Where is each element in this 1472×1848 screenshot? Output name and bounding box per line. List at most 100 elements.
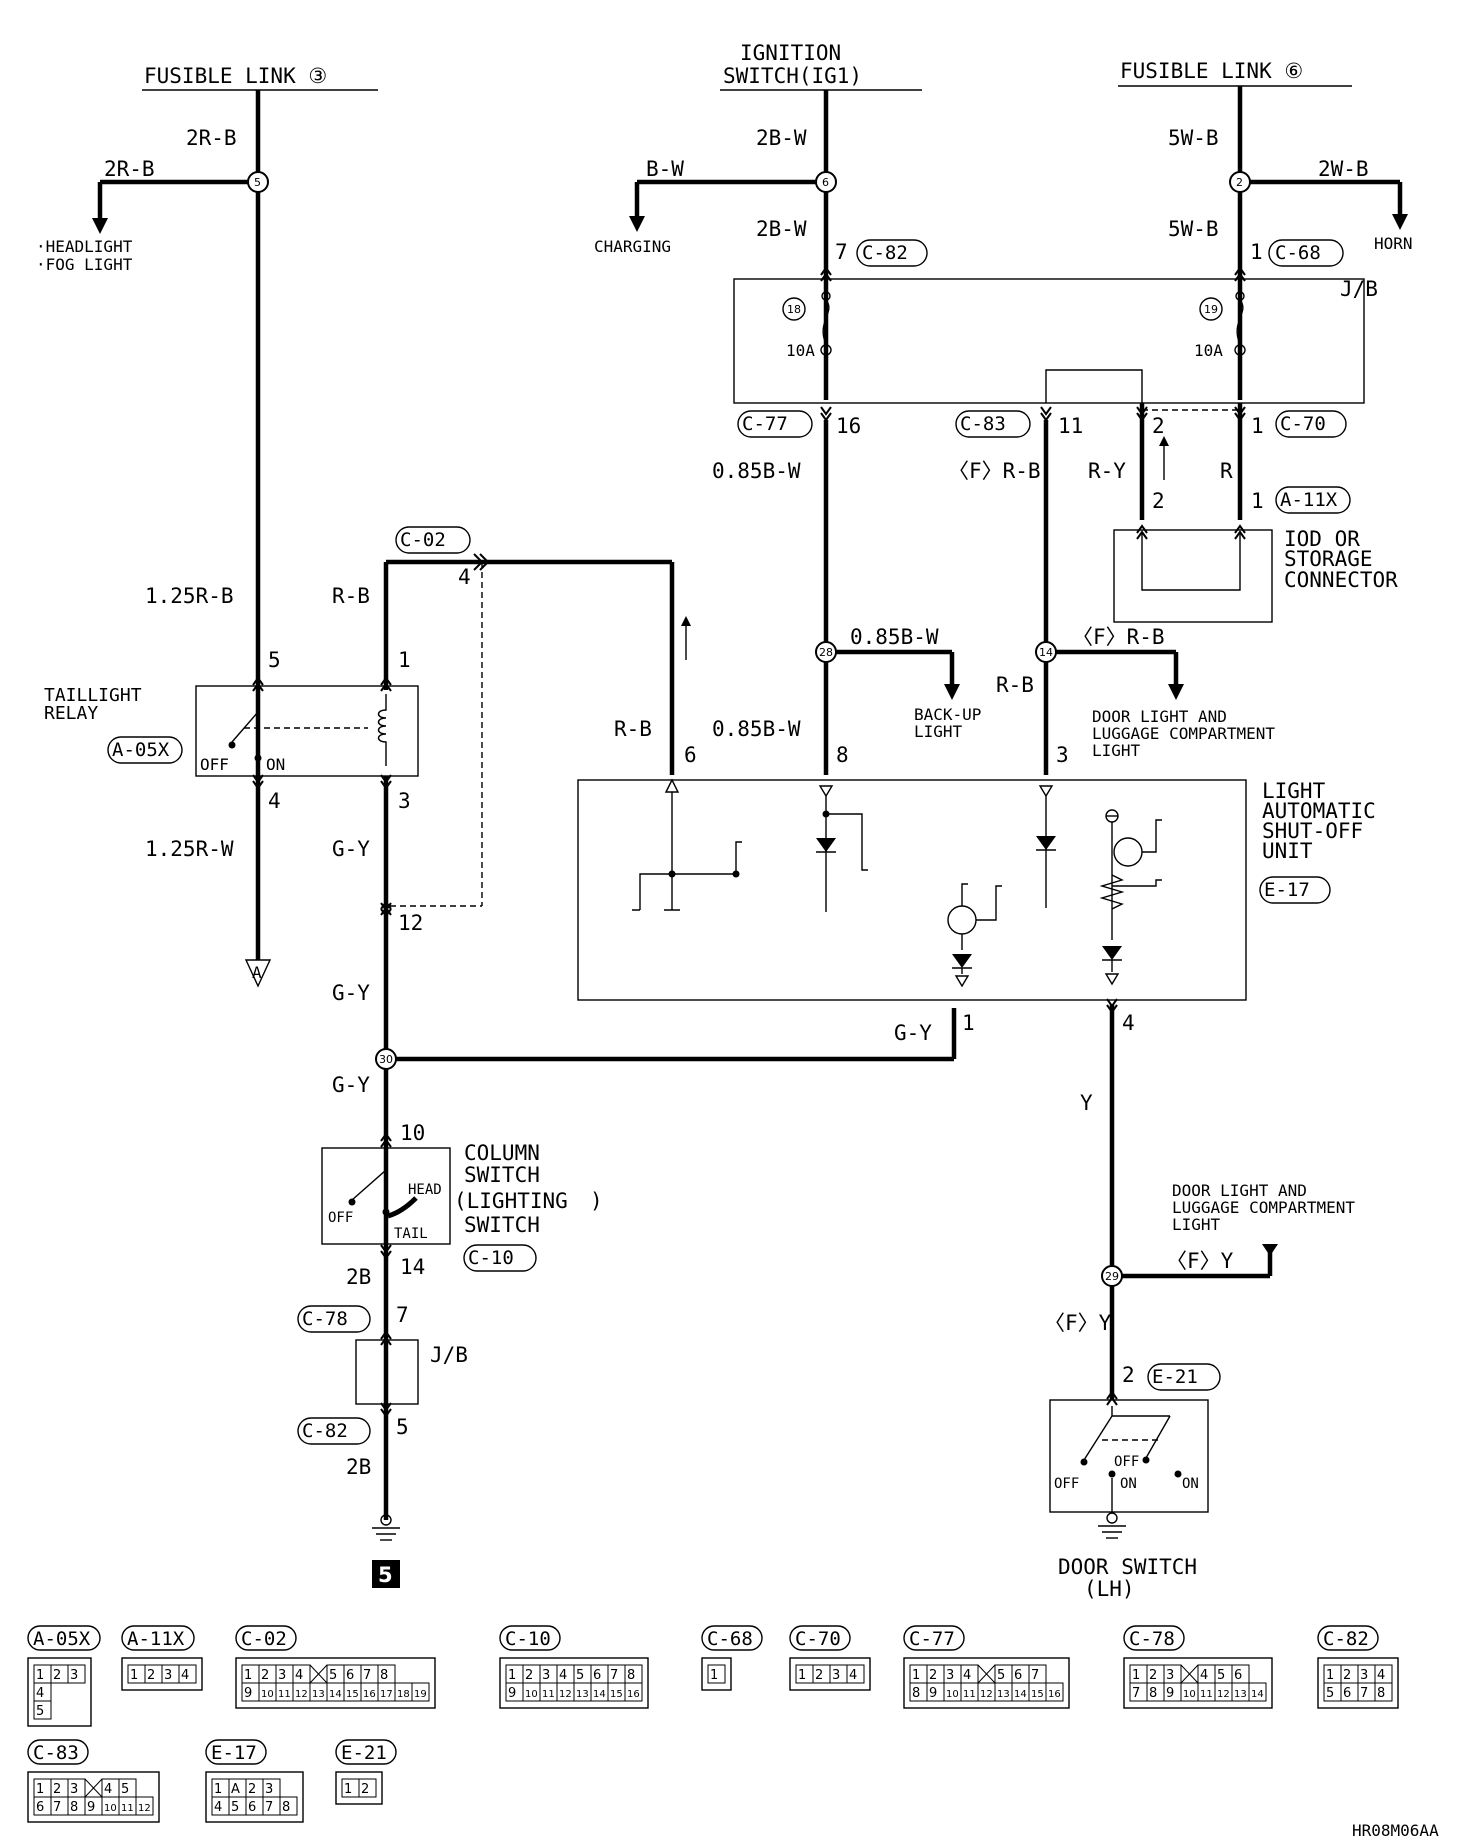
connector-pin-number: 11 xyxy=(963,1689,976,1700)
connector-pin-number: 1 xyxy=(36,1668,44,1683)
connector-legend-label: C-82 xyxy=(1323,1628,1369,1650)
connector-pin-number: 3 xyxy=(542,1668,550,1683)
connector-pin-number: 6 xyxy=(36,1800,44,1815)
connector-pin-number: 10 xyxy=(525,1689,538,1700)
pin-label: 5 xyxy=(396,1415,409,1439)
wire-label: 5W-B xyxy=(1168,217,1219,241)
connector-pin-number: 5 xyxy=(1326,1686,1334,1701)
pin-label: 4 xyxy=(1122,1011,1135,1035)
connector-pin-number: 7 xyxy=(610,1668,618,1683)
fuse-18: 18 xyxy=(787,303,801,316)
connector-pin-number: 3 xyxy=(1166,1668,1174,1683)
connector-pin-number: 10 xyxy=(261,1689,274,1700)
connector-pin-number: 1 xyxy=(508,1668,516,1683)
fuse-19: 19 xyxy=(1204,303,1218,316)
connector-pin-number: 16 xyxy=(363,1689,376,1700)
connector-pin-number: 16 xyxy=(1048,1689,1061,1700)
connector-pin-number: 2 xyxy=(1149,1668,1157,1683)
connector-pin-number: 11 xyxy=(121,1803,134,1814)
connector-pin-number: 1 xyxy=(798,1668,806,1683)
svg-text:29: 29 xyxy=(1105,1270,1119,1283)
connector-pin-number: 4 xyxy=(1377,1668,1385,1683)
destination-headlight: ·HEADLIGHT xyxy=(36,237,133,256)
connector-pin-number: 16 xyxy=(627,1689,640,1700)
destination-backup-light: BACK-UP xyxy=(914,705,981,724)
connector-pin-number: 1 xyxy=(36,1782,44,1797)
wire-label: 1.25R-B xyxy=(145,584,234,608)
connector-pin-number: 11 xyxy=(542,1689,555,1700)
connector-pin-number: 5 xyxy=(329,1668,337,1683)
wire-label: R-B xyxy=(996,673,1034,697)
destination-fog-light: ·FOG LIGHT xyxy=(36,255,133,274)
svg-text:2: 2 xyxy=(1236,176,1243,189)
connector-pin-number: 1 xyxy=(912,1668,920,1683)
connector-pin-number: 6 xyxy=(346,1668,354,1683)
connector-tag: C-70 xyxy=(1280,413,1326,435)
wire-label: 0.85B-W xyxy=(712,717,801,741)
wire-label: 2B-W xyxy=(756,126,807,150)
pin-label: 4 xyxy=(458,565,471,589)
connector-pin-number: 8 xyxy=(627,1668,635,1683)
wire-label: B-W xyxy=(646,157,684,181)
connector-tag: C-78 xyxy=(302,1308,348,1330)
destination-door-light: DOOR LIGHT AND xyxy=(1092,707,1227,726)
connector-pin-number: 6 xyxy=(1014,1668,1022,1683)
column-head-label: HEAD xyxy=(408,1182,442,1198)
connector-pin-number: 3 xyxy=(946,1668,954,1683)
pin-label: 16 xyxy=(836,414,861,438)
light-automatic-shut-off-unit xyxy=(577,779,1247,1001)
connector-tag: A-11X xyxy=(1280,489,1338,511)
connector-pin-number: 3 xyxy=(265,1782,273,1797)
connector-pin-number: 11 xyxy=(278,1689,291,1700)
connector-pin-number: 13 xyxy=(312,1689,325,1700)
destination-door-light: LIGHT xyxy=(1092,741,1141,760)
pin-label: 2 xyxy=(1152,414,1165,438)
connector-pin-number: 8 xyxy=(912,1686,920,1701)
pin-label: 12 xyxy=(398,911,423,935)
connector-tag: C-83 xyxy=(960,413,1006,435)
connector-legend-label: C-83 xyxy=(33,1742,79,1764)
connector-pin-number: 4 xyxy=(559,1668,567,1683)
connector-pin-number: 3 xyxy=(832,1668,840,1683)
relay-off-label: OFF xyxy=(200,755,229,774)
jb-label: J/B xyxy=(430,1343,468,1367)
svg-text:6: 6 xyxy=(822,176,829,189)
connector-pin-number: 6 xyxy=(248,1800,256,1815)
destination-backup-light-2: LIGHT xyxy=(914,722,963,741)
pin-label: 7 xyxy=(835,240,848,264)
connector-pin-number: 19 xyxy=(414,1689,427,1700)
wire-label: R-B xyxy=(332,584,370,608)
pin-label: 1 xyxy=(398,648,411,672)
arrow-down-icon xyxy=(1168,684,1184,700)
column-tail-label: TAIL xyxy=(394,1226,428,1242)
connector-pin-number: 3 xyxy=(70,1782,78,1797)
relay-label: RELAY xyxy=(44,703,98,724)
pin-label: 1 xyxy=(1251,414,1264,438)
connector-pin-number: 4 xyxy=(104,1782,112,1797)
connector-legend-label: C-10 xyxy=(505,1628,551,1650)
pin-label: 6 xyxy=(684,743,697,767)
connector-pin-number: 1 xyxy=(244,1668,252,1683)
iod-storage-connector xyxy=(1113,529,1273,623)
jb-label: J/B xyxy=(1340,277,1378,301)
connector-legend-label: C-77 xyxy=(909,1628,955,1650)
connector-pin-number: 2 xyxy=(261,1668,269,1683)
unit-label: AUTOMATIC xyxy=(1262,799,1376,823)
fusible-link-3-label: FUSIBLE LINK ③ xyxy=(144,64,327,88)
connector-pin-number: 5 xyxy=(997,1668,1005,1683)
connector-pin-number: 2 xyxy=(248,1782,256,1797)
wire-label: 2W-B xyxy=(1318,157,1369,181)
connector-pin-number: 12 xyxy=(980,1689,993,1700)
connector-pin-number: 12 xyxy=(559,1689,572,1700)
wire-label: 2R-B xyxy=(186,126,237,150)
iod-label: STORAGE xyxy=(1284,547,1373,571)
ignition-switch-label: IGNITION xyxy=(740,41,841,65)
connector-pin-number: 2 xyxy=(815,1668,823,1683)
iod-label: IOD OR xyxy=(1284,527,1360,551)
connector-pin-number: 17 xyxy=(380,1689,393,1700)
wire-label: G-Y xyxy=(332,837,370,861)
